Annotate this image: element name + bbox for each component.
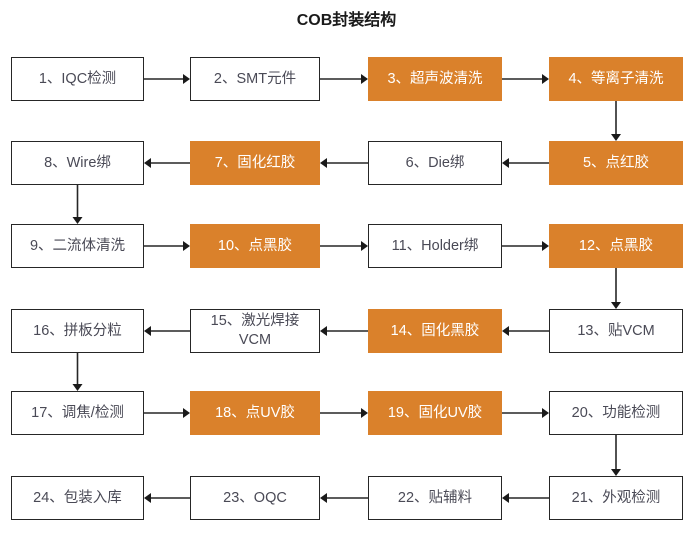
process-node-label: 21、外观检测 <box>571 489 661 506</box>
process-node-label: 18、点UV胶 <box>215 404 295 421</box>
process-node-18[interactable]: 18、点UV胶 <box>190 391 320 435</box>
process-node-label: 15、激光焊接 VCM <box>210 313 300 348</box>
process-node-label: 14、固化黑胶 <box>390 322 480 339</box>
process-node-label: 4、等离子清洗 <box>568 70 664 87</box>
process-node-label: 10、点黑胶 <box>217 237 293 254</box>
process-node-label: 24、包装入库 <box>33 489 122 506</box>
process-node-23[interactable]: 23、OQC <box>190 476 320 520</box>
process-node-16[interactable]: 16、拼板分粒 <box>11 309 144 353</box>
arrow-6-to-7-head <box>320 158 327 168</box>
arrow-12-to-13-head <box>611 302 621 309</box>
process-node-10[interactable]: 10、点黑胶 <box>190 224 320 268</box>
process-node-label: 17、调焦/检测 <box>31 404 124 421</box>
page-title: COB封装结构 <box>296 12 397 29</box>
process-node-label: 12、点黑胶 <box>578 237 654 254</box>
arrow-21-to-22-head <box>502 493 509 503</box>
arrow-15-to-16-head <box>144 326 151 336</box>
process-node-3[interactable]: 3、超声波清洗 <box>368 57 502 101</box>
process-node-6[interactable]: 6、Die绑 <box>368 141 502 185</box>
arrow-17-to-18-head <box>183 408 190 418</box>
process-node-21[interactable]: 21、外观检测 <box>549 476 683 520</box>
process-node-4[interactable]: 4、等离子清洗 <box>549 57 683 101</box>
arrow-5-to-6-head <box>502 158 509 168</box>
arrow-10-to-11-head <box>361 241 368 251</box>
process-node-11[interactable]: 11、Holder绑 <box>368 224 502 268</box>
process-node-5[interactable]: 5、点红胶 <box>549 141 683 185</box>
arrow-8-to-9-head <box>72 217 83 224</box>
process-node-17[interactable]: 17、调焦/检测 <box>11 391 144 435</box>
process-node-19[interactable]: 19、固化UV胶 <box>368 391 502 435</box>
process-node-24[interactable]: 24、包装入库 <box>11 476 144 520</box>
process-node-label: 6、Die绑 <box>405 154 465 171</box>
process-node-label: 9、二流体清洗 <box>29 237 126 254</box>
process-node-2[interactable]: 2、SMT元件 <box>190 57 320 101</box>
process-node-label: 23、OQC <box>223 489 287 506</box>
process-node-14[interactable]: 14、固化黑胶 <box>368 309 502 353</box>
process-node-label: 1、IQC检测 <box>38 70 117 87</box>
process-node-label: 7、固化红胶 <box>214 154 296 171</box>
process-node-20[interactable]: 20、功能检测 <box>549 391 683 435</box>
arrow-14-to-15-head <box>320 326 327 336</box>
arrow-2-to-3-head <box>361 74 368 84</box>
process-node-13[interactable]: 13、贴VCM <box>549 309 683 353</box>
arrow-7-to-8-head <box>144 158 151 168</box>
process-node-1[interactable]: 1、IQC检测 <box>11 57 144 101</box>
arrow-9-to-10-head <box>183 241 190 251</box>
process-node-label: 16、拼板分粒 <box>33 322 122 339</box>
process-node-label: 8、Wire绑 <box>44 154 111 171</box>
process-node-22[interactable]: 22、贴辅料 <box>368 476 502 520</box>
arrow-4-to-5-head <box>611 134 621 141</box>
arrow-19-to-20-head <box>542 408 549 418</box>
arrow-13-to-14-head <box>502 326 509 336</box>
process-node-label: 11、Holder绑 <box>391 237 479 254</box>
process-node-label: 13、贴VCM <box>577 322 655 339</box>
process-node-15[interactable]: 15、激光焊接 VCM <box>190 309 320 353</box>
process-node-label: 3、超声波清洗 <box>387 70 483 87</box>
process-node-label: 2、SMT元件 <box>213 70 297 87</box>
process-node-9[interactable]: 9、二流体清洗 <box>11 224 144 268</box>
process-node-label: 19、固化UV胶 <box>387 404 483 421</box>
arrow-16-to-17-head <box>72 384 83 391</box>
arrow-20-to-21-head <box>611 469 621 476</box>
arrow-1-to-2-head <box>183 74 190 84</box>
arrow-23-to-24-head <box>144 493 151 503</box>
arrow-3-to-4-head <box>542 74 549 84</box>
process-node-label: 22、贴辅料 <box>397 489 473 506</box>
arrow-11-to-12-head <box>542 241 549 251</box>
process-node-8[interactable]: 8、Wire绑 <box>11 141 144 185</box>
arrow-22-to-23-head <box>320 493 327 503</box>
arrow-18-to-19-head <box>361 408 368 418</box>
process-node-12[interactable]: 12、点黑胶 <box>549 224 683 268</box>
process-node-label: 5、点红胶 <box>582 154 650 171</box>
process-node-label: 20、功能检测 <box>571 404 661 421</box>
process-node-7[interactable]: 7、固化红胶 <box>190 141 320 185</box>
